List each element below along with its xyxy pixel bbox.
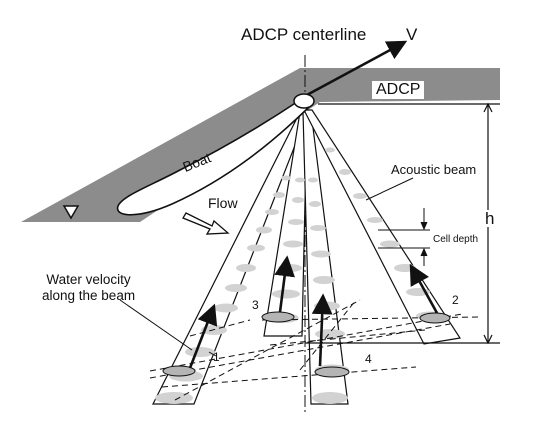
adcp-centerline-label: ADCP centerline	[241, 25, 367, 44]
flow-label: Flow	[208, 195, 238, 211]
cell-beam-4	[314, 366, 350, 378]
cell-depth-label: Cell depth	[433, 234, 479, 245]
measurement-cells	[162, 311, 451, 378]
adcp-transducer	[293, 93, 315, 109]
adcp-label: ADCP	[372, 81, 425, 99]
velocity-arrow-beam-1	[188, 303, 218, 369]
beam-number-4: 4	[365, 352, 372, 366]
boat-hull	[116, 98, 310, 216]
velocity-arrow-beam-2	[409, 263, 439, 314]
cell-depth-marker	[378, 208, 430, 266]
velocity-arrow	[304, 40, 408, 98]
water-surface-symbol	[62, 205, 80, 220]
velocity-arrow-beam-4	[311, 293, 333, 367]
cell-beam-2	[419, 312, 451, 324]
velocity-arrow-beam-3	[274, 255, 295, 313]
beam-number-2: 2	[452, 293, 459, 307]
flow-arrow	[182, 212, 230, 235]
acoustic-beam-label: Acoustic beam	[391, 162, 477, 177]
velocity-label: V	[406, 25, 418, 44]
leader-lines	[119, 177, 414, 357]
cell-beam-1	[162, 365, 196, 377]
beam-number-1: 1	[213, 350, 220, 364]
cell-beam-3	[261, 311, 295, 323]
water-velocity-label: Water velocity along the beam	[42, 272, 136, 303]
water-surface	[21, 68, 500, 222]
beam-velocity-arrows	[188, 255, 439, 369]
beam-number-3: 3	[252, 298, 259, 312]
depth-h-label: h	[483, 209, 497, 228]
